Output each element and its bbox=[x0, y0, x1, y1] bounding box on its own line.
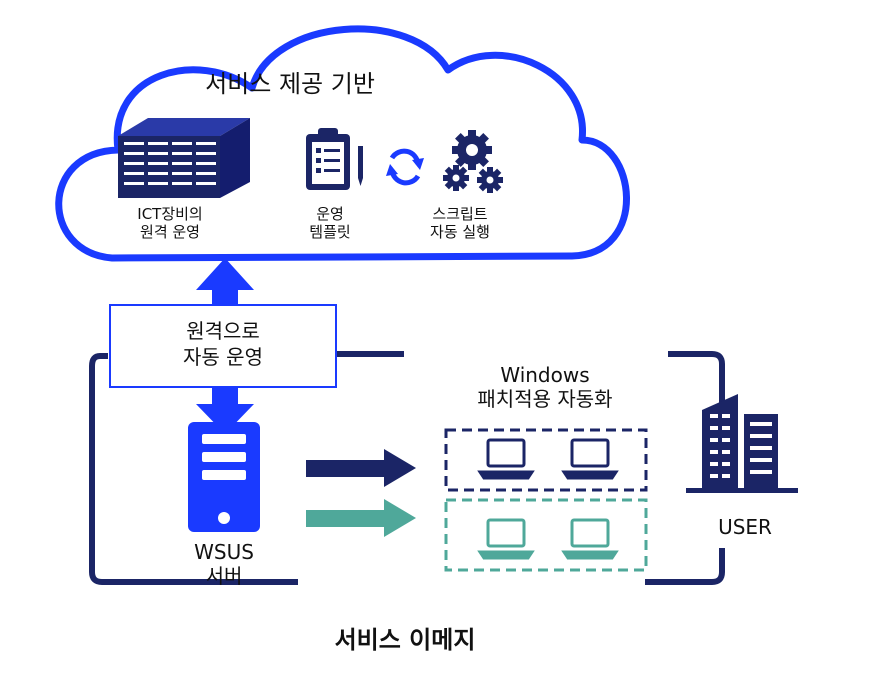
laptop-icon bbox=[561, 438, 619, 480]
remote-box-label: 원격으로 자동 운영 bbox=[183, 319, 263, 369]
cloud-item-template-label: 운영 템플릿 bbox=[309, 205, 351, 241]
server-tower-icon bbox=[188, 422, 260, 532]
patch-label: Windows 패치적용 자동화 bbox=[477, 363, 613, 411]
laptop-group-navy bbox=[444, 428, 648, 492]
cloud-item-script-label: 스크립트 자동 실행 bbox=[430, 205, 490, 241]
laptop-icon bbox=[477, 438, 535, 480]
gears-icon bbox=[443, 130, 503, 193]
laptop-icon bbox=[561, 518, 619, 560]
server-label: WSUS 서버 bbox=[194, 540, 254, 588]
laptop-group-teal bbox=[444, 498, 648, 572]
remote-ops-arrow bbox=[196, 258, 254, 434]
office-building-icon bbox=[686, 394, 798, 493]
patch-arrow-navy bbox=[306, 449, 416, 487]
connector-loop bbox=[89, 351, 725, 585]
laptop-icon bbox=[477, 518, 535, 560]
cloud-item-ict-label: ICT장비의 원격 운영 bbox=[137, 205, 203, 241]
clipboard-template-icon bbox=[306, 128, 363, 190]
patch-arrow-teal bbox=[306, 499, 416, 537]
remote-box bbox=[109, 304, 337, 388]
diagram-caption: 서비스 이메지 bbox=[334, 626, 476, 654]
sync-arrows-icon bbox=[386, 148, 424, 186]
server-rack-icon bbox=[118, 118, 250, 198]
cloud-title: 서비스 제공 기반 bbox=[205, 70, 375, 98]
user-label: USER bbox=[718, 515, 772, 539]
